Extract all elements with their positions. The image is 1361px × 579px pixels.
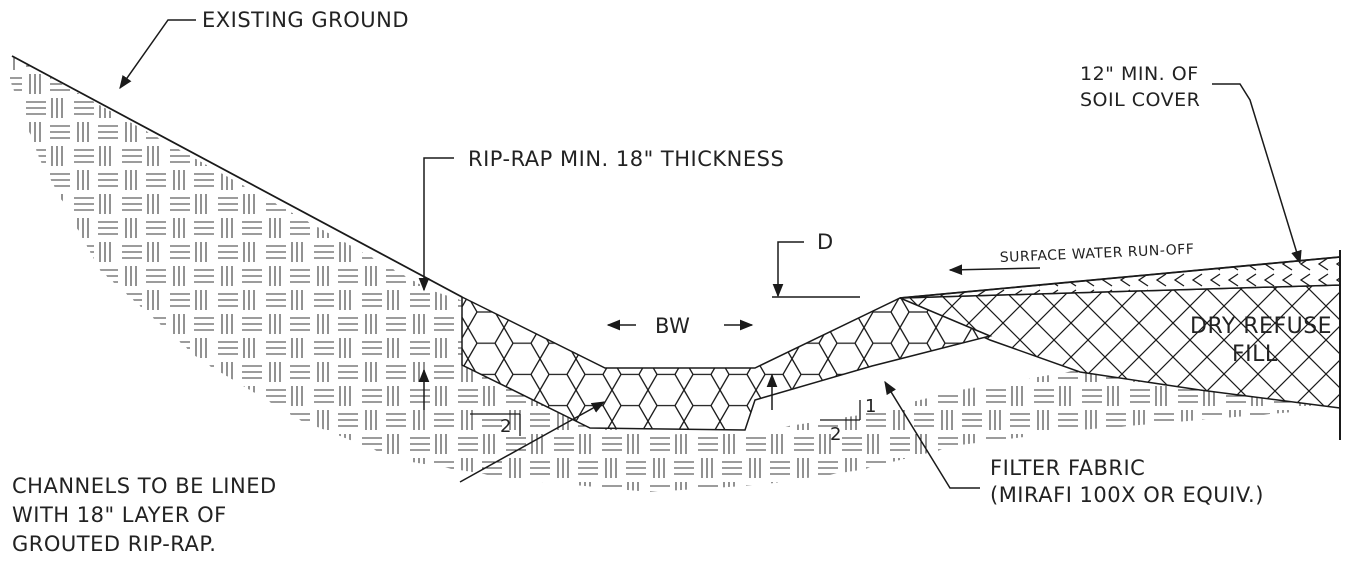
channels-label-line2: WITH 18" LAYER OF [12, 503, 227, 527]
rip-rap-thickness-label: RIP-RAP MIN. 18" THICKNESS [468, 147, 784, 171]
surface-water-label: SURFACE WATER RUN-OFF [999, 242, 1194, 266]
channels-label-line1: CHANNELS TO BE LINED [12, 474, 277, 498]
channels-label-line3: GROUTED RIP-RAP. [12, 532, 216, 556]
existing-ground-label: EXISTING GROUND [202, 8, 409, 32]
soil-cover-label-line1: 12" MIN. OF [1080, 63, 1199, 85]
rip-rap-leader [418, 157, 454, 292]
bw-label: BW [655, 314, 690, 338]
channels-leader [459, 401, 606, 483]
depth-leader [772, 241, 804, 298]
filter-fabric-label-line2: (MIRAFI 100X OR EQUIV.) [990, 483, 1264, 507]
existing-ground-leader [119, 19, 196, 90]
depth-label: D [817, 230, 834, 254]
soil-cover-leader [1212, 83, 1302, 265]
surface-water-arrow [948, 264, 1041, 276]
right-ground-line [899, 256, 1341, 299]
slope-marker-left [470, 413, 521, 436]
dry-refuse-label-line1: DRY REFUSE [1190, 314, 1332, 339]
dry-refuse-label-line2: FILL [1232, 342, 1278, 367]
slope-right-h: 2 [830, 424, 842, 445]
existing-ground-line [11, 55, 463, 298]
soil-mass [10, 55, 1340, 492]
slope-left-h: 2 [500, 416, 512, 437]
filter-fabric-leader [884, 380, 980, 489]
rip-rap-lining [461, 295, 993, 431]
filter-fabric-label-line1: FILTER FABRIC [990, 456, 1145, 480]
soil-cover-label-line2: SOIL COVER [1080, 89, 1200, 111]
slope-marker-right [820, 400, 861, 421]
slope-right-v: 1 [865, 396, 877, 417]
